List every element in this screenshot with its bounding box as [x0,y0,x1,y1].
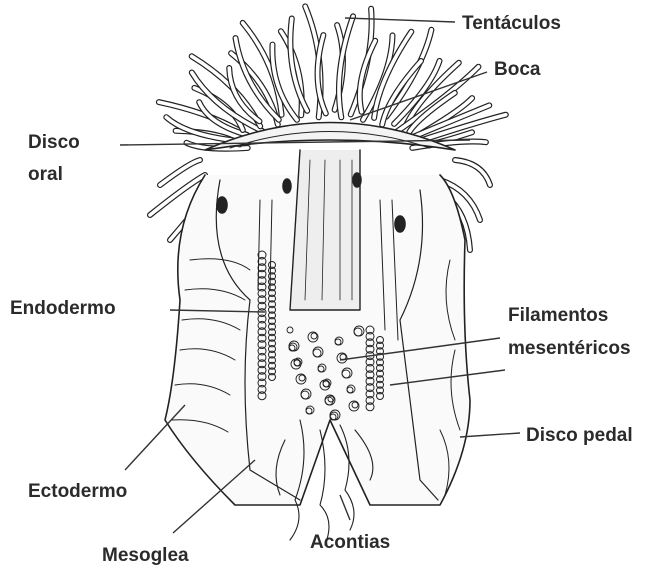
label-endodermo: Endodermo [10,297,116,320]
label-mesoglea: Mesoglea [102,544,189,567]
tentacle-highlight [455,160,490,185]
label-tentaculos: Tentáculos [462,12,561,35]
ostium [283,179,291,193]
label-filamentos-line1: Filamentos [508,304,608,327]
label-disco-oral-line1: Disco [28,131,80,154]
ostium [217,197,227,213]
label-filamentos-line2: mesentéricos [508,337,631,360]
ostium [353,173,361,187]
label-disco-pedal: Disco pedal [526,424,633,447]
label-ectodermo: Ectodermo [28,480,127,503]
label-disco-oral-line2: oral [28,163,63,186]
ostium [395,216,405,232]
label-boca: Boca [494,58,540,81]
label-acontias: Acontias [310,531,390,554]
